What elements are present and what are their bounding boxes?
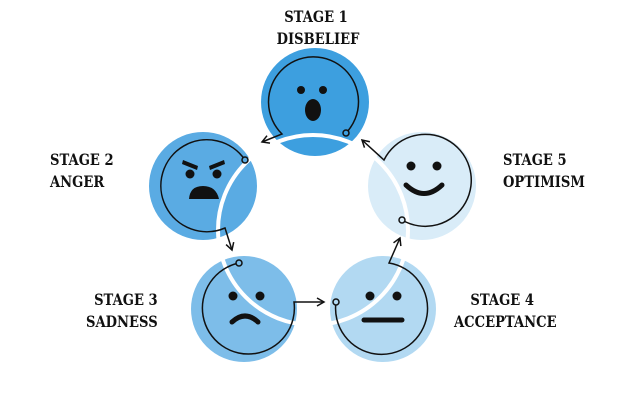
stage-2-outline [160, 138, 246, 252]
stage-4-outline [334, 236, 429, 356]
stage-number: STAGE 3 [94, 290, 158, 309]
smiling-face-icon [403, 161, 445, 196]
stage-3-label: STAGE 3 SADNESS [86, 289, 158, 333]
stage-1-start-dot [342, 129, 350, 137]
stage-1-label: STAGE 1 DISBELIEF [276, 6, 360, 50]
shocked-face-icon [297, 86, 327, 121]
stage-name: DISBELIEF [276, 29, 360, 48]
stage-number: STAGE 2 [50, 150, 114, 169]
stage-3-start-dot [235, 259, 243, 267]
neutral-face-icon [361, 291, 405, 323]
stage-5-label: STAGE 5 OPTIMISM [503, 149, 585, 193]
stage-2-label: STAGE 2 ANGER [50, 149, 114, 193]
stage-5-disc [368, 132, 476, 240]
stage-4-start-dot [332, 298, 340, 306]
stage-5-start-dot [398, 216, 406, 224]
stage-5-outline [360, 133, 473, 228]
center-ring-divider [216, 133, 410, 327]
stage-2-start-dot [241, 156, 249, 164]
stage-number: STAGE 5 [503, 150, 567, 169]
stage-3-outline [201, 262, 326, 355]
sad-face-icon [228, 291, 265, 325]
stage-number: STAGE 1 [284, 7, 348, 26]
stage-name: ACCEPTANCE [454, 312, 557, 331]
stage-name: SADNESS [86, 312, 158, 331]
stage-1-outline [260, 56, 360, 144]
stage-number: STAGE 4 [470, 290, 535, 309]
stage-4-disc [330, 256, 436, 362]
angry-face-icon [182, 160, 225, 199]
stage-name: ANGER [50, 172, 105, 191]
stage-name: OPTIMISM [503, 172, 585, 191]
stage-3-disc [191, 256, 297, 362]
stage-4-label: STAGE 4 ACCEPTANCE [454, 289, 557, 333]
